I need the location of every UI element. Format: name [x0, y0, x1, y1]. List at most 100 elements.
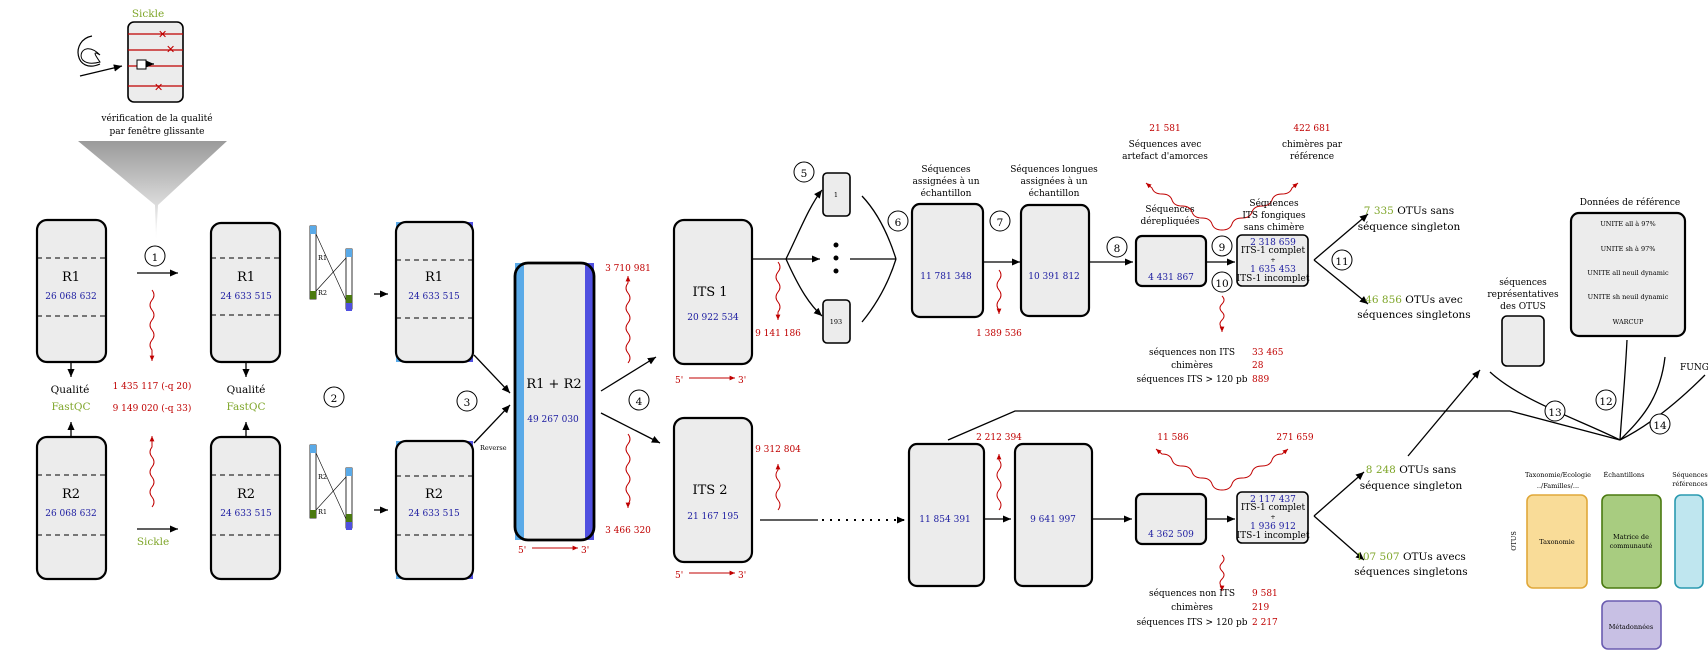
sample-box-193	[822, 299, 851, 344]
trim-loss-q20: 1 435 117 (-q 20)	[113, 381, 192, 392]
raw-r1-box: R1 26 068 632	[35, 218, 108, 364]
read-pair-bottom-icon: R2 R1	[309, 444, 353, 530]
its2-primer-lost: 11 586	[1157, 433, 1189, 443]
sickle-title: Sickle	[132, 8, 164, 20]
step-10-number: 10	[1215, 278, 1228, 290]
mini-r2-top: R2	[318, 289, 327, 297]
refseq-table	[1674, 494, 1704, 589]
its1-short-label: séquences ITS > 120 pb	[1136, 374, 1247, 385]
ref-data-box	[1569, 211, 1687, 338]
merged-count: 49 267 030	[527, 415, 579, 425]
step-13-number: 13	[1548, 407, 1561, 419]
its2-lost: 9 312 804	[755, 445, 801, 455]
community-matrix	[1601, 494, 1662, 589]
its1-incomplete-label: ITS-1 incomplet	[1237, 274, 1310, 284]
metadata-label: Métadonnées	[1609, 623, 1653, 631]
pair-r2-label: R2	[425, 487, 443, 502]
raw-r2-count: 26 068 632	[45, 509, 97, 519]
its1-assigned-title-1: Séquences	[921, 164, 971, 175]
rep-title-3: des OTUS	[1500, 302, 1546, 312]
its2-otu-single-line1: 107 507 OTUs avecs	[1356, 551, 1466, 563]
step-4-number: 4	[636, 396, 643, 408]
its1-assigned-count: 11 781 348	[920, 272, 972, 282]
its1-long-box	[1019, 203, 1091, 318]
step-6-marker	[887, 210, 909, 232]
its1-primer-title-1: Séquences avec	[1129, 139, 1202, 150]
pair-r1-label: R1	[425, 270, 443, 285]
sickle-caption-1: vérification de la qualité	[100, 113, 212, 124]
its2-chim-lost: 271 659	[1276, 433, 1313, 443]
metadata-table	[1601, 600, 1662, 650]
sickle-caption-2: par fenêtre glissante	[109, 126, 204, 137]
merged-three: 3'	[581, 546, 589, 556]
ellipsis-dot-3	[833, 268, 839, 274]
trimmed-r1-count: 24 633 515	[220, 292, 272, 302]
its1-three: 3'	[738, 376, 746, 386]
step-14-marker	[1649, 413, 1671, 435]
step-3-number: 3	[464, 397, 471, 409]
merged-box: R1 + R2 49 267 030	[513, 261, 596, 542]
its1-chim-title-2: référence	[1290, 151, 1334, 162]
trim-loss-q33: 9 149 020 (-q 33)	[113, 403, 192, 414]
its1-otu-nosingle-line1: 7 335 OTUs sans	[1364, 205, 1454, 217]
step-5-marker	[793, 161, 815, 183]
matrix-label-1: Matrice de	[1613, 533, 1649, 541]
ref-item-1: UNITE sh à 97%	[1601, 244, 1656, 253]
step-7-number: 7	[997, 217, 1004, 229]
its1-chim-title-1: chimères par	[1282, 139, 1343, 150]
its1-derep-title-1: Séquences	[1145, 204, 1195, 215]
its1-short-value: 889	[1252, 375, 1269, 385]
its1-lost: 9 141 186	[755, 329, 801, 339]
samples-header: Échantillons	[1604, 470, 1645, 479]
its2-short-label: séquences ITS > 120 pb	[1136, 617, 1247, 628]
trimmed-r2-label: R2	[237, 487, 255, 502]
its2-incomplete-count: 1 936 912	[1250, 522, 1296, 532]
its1-clean-box	[1236, 234, 1309, 287]
step-12-number: 12	[1599, 396, 1612, 408]
its1-label: ITS 1	[692, 285, 727, 300]
tax-header-1: Taxonomie/Ecologie	[1525, 471, 1591, 479]
ref-item-0: UNITE all à 97%	[1600, 219, 1655, 228]
its1-assigned-title-3: échantillon	[921, 188, 972, 199]
raw-r1-count: 26 068 632	[45, 292, 97, 302]
otus-axis-label: OTUS	[1510, 531, 1518, 551]
its2-non-its-value: 9 581	[1252, 589, 1278, 599]
its2-long-box	[1013, 442, 1094, 588]
its2-complete-count: 2 117 437	[1250, 495, 1296, 505]
its1-chim-lost: 422 681	[1293, 124, 1330, 134]
its1-long-title-3: échantillon	[1029, 188, 1080, 199]
ref-data-title: Données de référence	[1580, 197, 1680, 208]
its1-otu-nosingle-1: OTUs sans	[1397, 205, 1454, 217]
its1-complete-label: ITS-1 complet	[1241, 246, 1306, 256]
matrix-label-2: communauté	[1610, 542, 1653, 550]
refseq-header-2: références	[1672, 480, 1707, 488]
its1-long-title-1: Séquences longues	[1010, 164, 1098, 175]
svg-text:✕: ✕	[158, 28, 167, 41]
its1-clean-title-2: ITS fongiques	[1242, 211, 1306, 221]
ref-item-3: UNITE sh neuil dynamic	[1588, 293, 1669, 301]
trimmed-r2-box: R2 24 633 515	[209, 435, 282, 581]
its1-five: 5'	[675, 376, 683, 386]
trimmed-r1-box: R1 24 633 515	[209, 221, 282, 364]
its1-primer-title-2: artefact d'amorces	[1122, 152, 1208, 162]
its1-otu-nosingle-2: séquence singleton	[1358, 221, 1461, 233]
its2-assigned-count: 11 854 391	[919, 515, 971, 525]
svg-text:✕: ✕	[166, 43, 175, 56]
raw-r1-label: R1	[62, 270, 80, 285]
step-13-marker	[1544, 400, 1566, 422]
rep-title-2: représentatives	[1487, 289, 1559, 300]
its2-five: 5'	[675, 571, 683, 581]
its1-non-its-label: séquences non ITS	[1149, 347, 1235, 358]
step-8-marker	[1106, 236, 1128, 258]
quality-funnel	[78, 141, 227, 240]
its1-long-count: 10 391 812	[1028, 272, 1080, 282]
its1-derep-title-2: dérepliquées	[1140, 216, 1199, 227]
its1-clean-title-1: Séquences	[1249, 198, 1299, 209]
its1-count: 20 922 534	[687, 313, 739, 323]
step-3-marker	[456, 390, 478, 412]
raw-quality-label: Qualité	[51, 384, 90, 396]
trimmed-quality-label: Qualité	[227, 384, 266, 396]
step-10-marker	[1211, 271, 1233, 293]
raw-r2-box: R2 26 068 632	[35, 435, 108, 581]
